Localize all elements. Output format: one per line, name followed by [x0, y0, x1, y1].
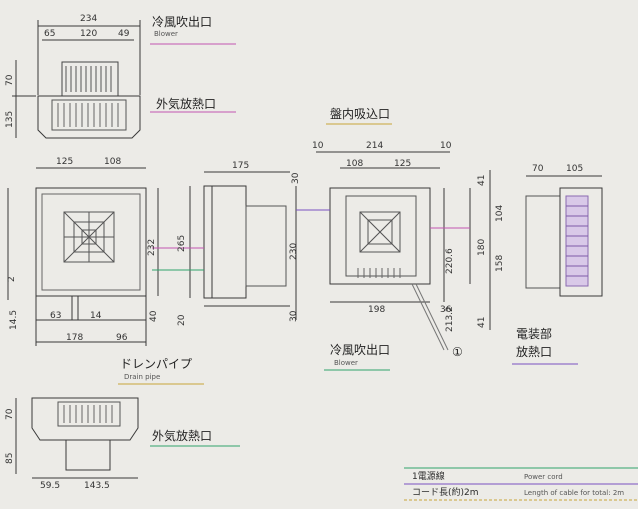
dim-top-height-upper: 70: [5, 74, 15, 86]
bottom-view: [15, 397, 139, 479]
dim-front-right-40: 40: [149, 310, 159, 322]
dim-cut-inner-125: 125: [394, 159, 412, 169]
dim-cut-inner-108: 108: [346, 159, 364, 169]
right-side-view: [525, 175, 603, 297]
dim-cut-right-158: 158: [495, 254, 505, 272]
dim-front-bottom-63: 63: [50, 311, 62, 321]
dim-top-split-right: 49: [118, 29, 130, 39]
dim-bottom-70: 70: [5, 408, 15, 420]
legend-row2-jp: コード長(約)2m: [412, 488, 479, 498]
dim-cut-right-104: 104: [495, 204, 505, 222]
cutout-view: [316, 151, 491, 351]
dim-cut-right-41-top: 41: [477, 174, 487, 186]
dim-front-height: 232: [147, 238, 157, 256]
dim-bottom-595: 59.5: [40, 481, 61, 491]
dim-side-height-outer: 265: [177, 234, 187, 252]
dim-cut-right-180: 180: [477, 238, 487, 256]
dim-rs-70: 70: [532, 164, 544, 174]
dim-front-bottom-178: 178: [66, 333, 84, 343]
dim-top-overall: 234: [80, 14, 98, 24]
fan-guard-front: [63, 211, 115, 263]
marker-circled-1: ①: [452, 345, 463, 359]
side-view: [189, 171, 297, 320]
dim-top-split-mid: 120: [80, 29, 98, 39]
dim-side-bottom-30: 30: [289, 310, 299, 322]
top-view: [12, 20, 141, 139]
dim-front-width-left: 125: [56, 157, 74, 167]
label-cold-air-outlet-front: 冷風吹出口: [330, 343, 391, 357]
legend-lines: [404, 467, 638, 501]
dim-side-bottom-20: 20: [177, 314, 187, 326]
label-outside-air-radiator-bottom: 外気放熱口: [152, 429, 213, 443]
legend-row2-en: Length of cable for total: 2m: [524, 489, 625, 497]
fan-guard-cutout: [359, 211, 401, 253]
label-drain-pipe: ドレンパイプ: [120, 357, 193, 371]
label-cabinet-intake: 盤内吸込口: [330, 107, 391, 121]
legend-row1-jp: 1電源線: [412, 472, 445, 482]
dim-front-bottom-96: 96: [116, 333, 128, 343]
label-blower-top: Blower: [154, 30, 178, 38]
dim-cut-height-2132: 213.2: [445, 306, 455, 332]
label-electrical-radiator-2: 放熱口: [516, 345, 553, 359]
dim-bottom-1435: 143.5: [84, 481, 110, 491]
dim-rs-105: 105: [566, 164, 584, 174]
dim-cut-height-2206: 220.6: [445, 248, 455, 274]
dim-cut-left-10: 10: [312, 141, 324, 151]
legend-row1-en: Power cord: [524, 473, 563, 481]
dim-side-height-inner: 230: [289, 242, 299, 260]
dim-top-split-left: 65: [44, 29, 56, 39]
dim-top-height-lower: 135: [5, 110, 15, 128]
dim-bottom-85: 85: [5, 452, 15, 464]
dim-cut-bottom-198: 198: [368, 305, 386, 315]
label-drain-pipe-en: Drain pipe: [124, 373, 161, 381]
dim-front-bottom-14: 14: [90, 311, 102, 321]
dim-front-left-145: 14.5: [9, 309, 19, 330]
dim-front-left-2: 2: [7, 276, 17, 282]
label-outside-air-radiator-top: 外気放熱口: [156, 97, 217, 111]
dim-cut-bottom-36: 36: [440, 305, 452, 315]
dim-side-depth: 175: [232, 161, 250, 171]
dim-side-top-30: 30: [291, 172, 301, 184]
label-electrical-radiator-1: 電装部: [516, 327, 553, 341]
dim-cut-right-10: 10: [440, 141, 452, 151]
dim-cut-right-41-bottom: 41: [477, 316, 487, 328]
dim-front-width-right: 108: [104, 157, 122, 167]
label-blower-front: Blower: [334, 359, 358, 367]
label-cold-air-outlet-top: 冷風吹出口: [152, 15, 213, 29]
front-view: [7, 167, 159, 346]
dim-cut-overall: 214: [366, 141, 384, 151]
electrical-fins: [565, 195, 589, 287]
